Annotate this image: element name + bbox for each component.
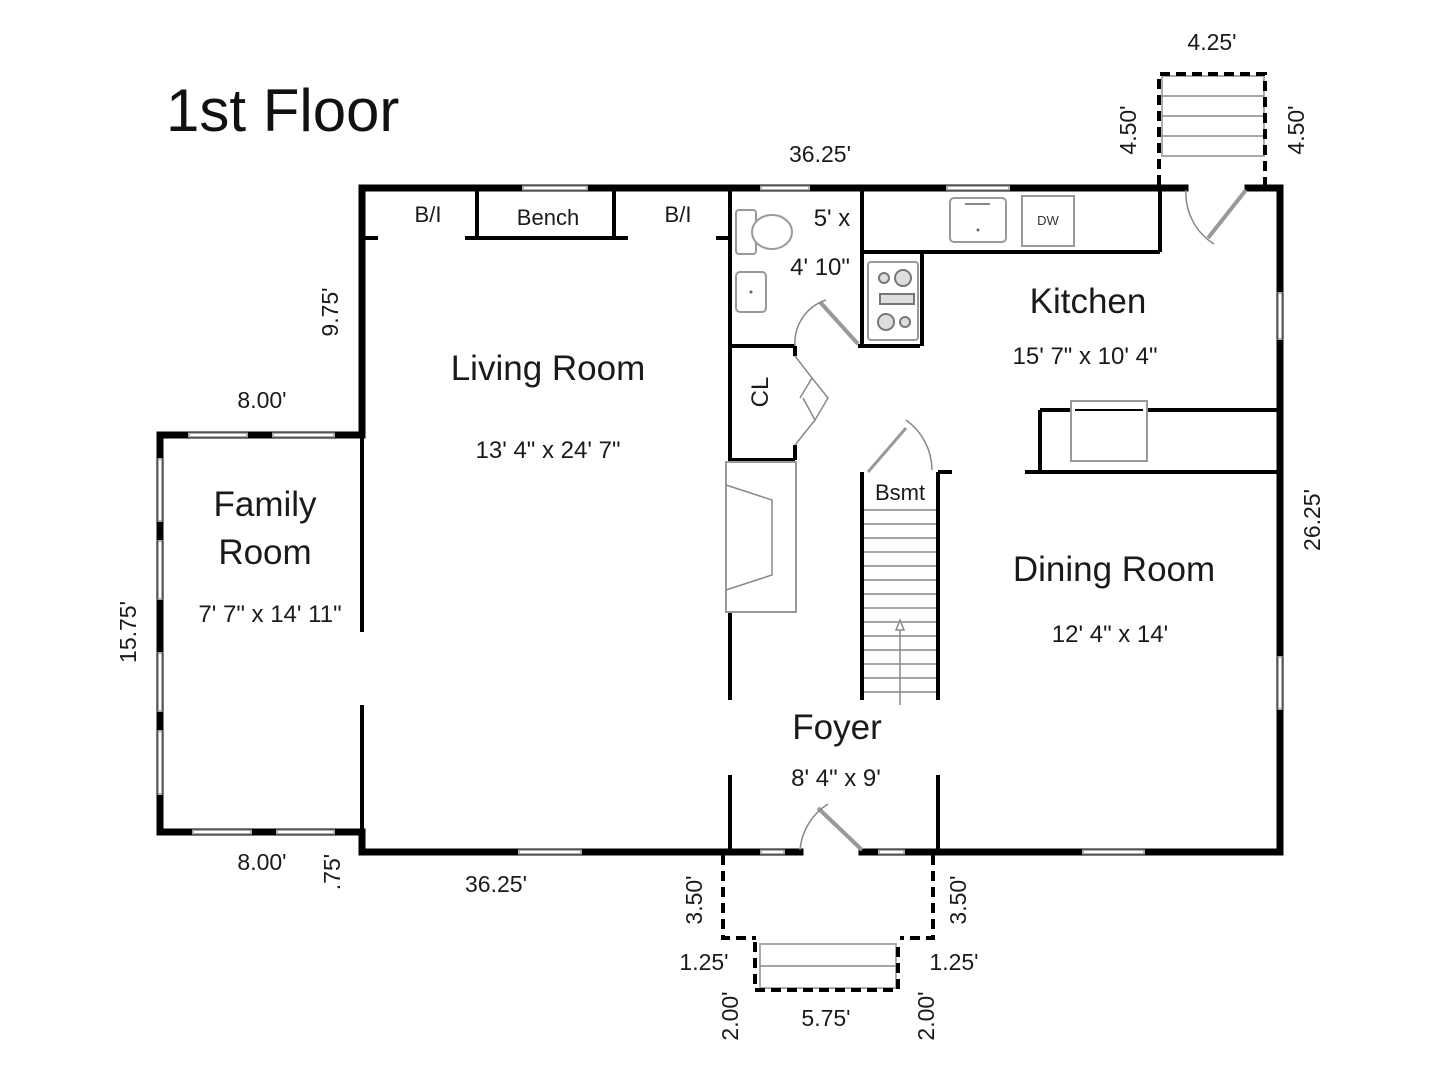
rear-steps	[1157, 72, 1267, 185]
dim-front-step-right-depth: 2.00'	[913, 991, 939, 1040]
bath-sink-icon	[735, 271, 767, 313]
builtin-left-label: B/I	[415, 202, 442, 227]
builtin-right-label: B/I	[665, 202, 692, 227]
dim-family-left: 15.75'	[115, 601, 141, 663]
dim-family-bottom: 8.00'	[237, 849, 286, 875]
closet-label: CL	[747, 377, 774, 408]
bench-label: Bench	[517, 205, 579, 230]
toilet-icon	[735, 209, 793, 255]
dishwasher-icon: DW	[1021, 195, 1075, 247]
half-bath-size-1: 5' x	[814, 205, 851, 232]
front-landing	[721, 855, 935, 992]
family-room-name-1: Family	[213, 485, 317, 524]
dim-bottom-width: 36.25'	[465, 871, 527, 897]
living-room-size: 13' 4" x 24' 7"	[476, 437, 621, 464]
dim-front-step-right-offset: 1.25'	[929, 949, 978, 975]
basement-stairs	[864, 509, 936, 705]
dim-family-offset: .75'	[319, 854, 345, 890]
kitchen-size: 15' 7" x 10' 4"	[1013, 343, 1158, 370]
family-room-size: 7' 7" x 14' 11"	[198, 601, 341, 628]
kitchen-sink-icon	[949, 197, 1007, 243]
dim-front-step-width: 5.75'	[801, 1005, 850, 1031]
half-bath-size-2: 4' 10"	[790, 254, 850, 281]
dim-front-step-left-offset: 1.25'	[679, 949, 728, 975]
dim-rear-step-left: 4.50'	[1115, 105, 1141, 154]
dining-room-name: Dining Room	[1013, 550, 1215, 589]
basement-label: Bsmt	[875, 480, 925, 505]
dim-top-width: 36.25'	[789, 141, 851, 167]
peninsula-sink-icon	[1070, 400, 1148, 462]
floor-title: 1st Floor	[166, 77, 400, 144]
dim-right-height: 26.25'	[1299, 489, 1325, 551]
interior-walls	[360, 188, 1280, 852]
dining-room-size: 12' 4" x 14'	[1052, 621, 1168, 648]
dim-front-landing-right: 3.50'	[945, 875, 971, 924]
dim-rear-step-right: 4.50'	[1283, 105, 1309, 154]
foyer-name: Foyer	[792, 708, 882, 747]
doors	[794, 188, 1248, 852]
dim-family-top: 8.00'	[237, 387, 286, 413]
dim-front-landing-left: 3.50'	[681, 875, 707, 924]
fireplace-icon	[725, 461, 797, 613]
dishwasher-label: DW	[1037, 213, 1059, 228]
windows	[157, 185, 1283, 855]
dim-rear-step-width: 4.25'	[1187, 29, 1236, 55]
family-room-name-2: Room	[218, 533, 311, 572]
dim-left-upper: 9.75'	[317, 287, 343, 336]
foyer-size: 8' 4" x 9'	[791, 765, 881, 792]
stove-icon	[867, 261, 919, 341]
living-room-name: Living Room	[451, 349, 646, 388]
dim-front-step-left-depth: 2.00'	[717, 991, 743, 1040]
kitchen-name: Kitchen	[1030, 282, 1147, 321]
